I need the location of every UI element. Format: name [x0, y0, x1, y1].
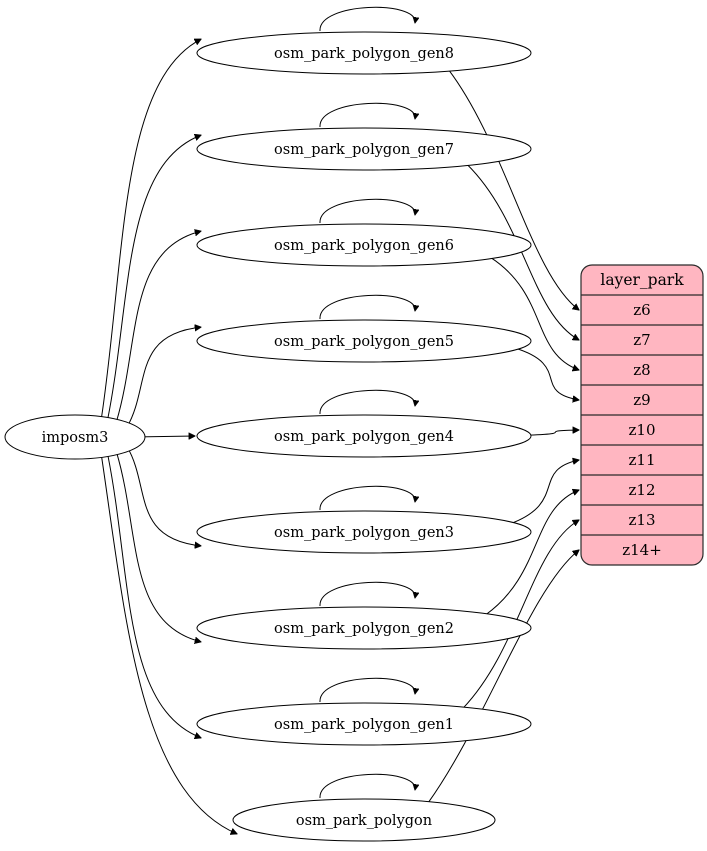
- table-row-z6[interactable]: z6: [633, 301, 650, 319]
- edge-imposm3-to-gen8: [101, 39, 201, 418]
- node-label-gen4: osm_park_polygon_gen4: [274, 429, 454, 445]
- edge-gen6-to-z8: [490, 256, 579, 370]
- self-loop-gen6: [319, 198, 415, 224]
- node-gen7[interactable]: [196, 127, 532, 171]
- edges-imposm3-to-nodes: [101, 39, 237, 834]
- edge-gen2-to-z12: [485, 490, 579, 616]
- edge-gen4-to-z10: [524, 430, 579, 436]
- self-loop-gen4: [319, 389, 415, 415]
- edge-gen3-to-z11: [510, 460, 579, 525]
- node-gen1[interactable]: [196, 702, 532, 746]
- table-row-z10[interactable]: z10: [629, 421, 656, 439]
- table-row-z13[interactable]: z13: [629, 511, 656, 529]
- source-node-group: imposm3: [4, 414, 146, 460]
- node-gen8[interactable]: [196, 31, 532, 75]
- self-loop-gen8: [319, 6, 415, 32]
- node-label-gen7: osm_park_polygon_gen7: [274, 142, 454, 158]
- node-gen3[interactable]: [196, 510, 532, 554]
- table-row-z12[interactable]: z12: [629, 481, 656, 499]
- edge-gen0-to-z14plus: [427, 550, 579, 804]
- node-label-gen1: osm_park_polygon_gen1: [274, 717, 454, 733]
- node-label-gen6: osm_park_polygon_gen6: [274, 238, 454, 254]
- gen-node-group: osm_park_polygon_gen8 osm_park_polygon_ge…: [196, 31, 532, 842]
- edge-gen5-to-z9: [514, 347, 579, 400]
- edge-gen1-to-z13: [462, 520, 579, 709]
- node-label-imposm3: imposm3: [42, 430, 109, 446]
- node-imposm3[interactable]: [4, 414, 146, 460]
- edges-nodes-to-layer-park: [427, 69, 579, 804]
- table-header-label: layer_park: [600, 271, 684, 289]
- self-loop-gen3: [319, 485, 415, 511]
- edge-imposm3-to-gen2: [116, 452, 201, 642]
- self-loop-gen2: [319, 581, 415, 607]
- edge-imposm3-to-gen5: [126, 327, 201, 428]
- node-gen4[interactable]: [196, 414, 532, 458]
- table-row-z9[interactable]: z9: [633, 391, 650, 409]
- node-label-gen3: osm_park_polygon_gen3: [274, 525, 454, 541]
- self-loop-gen5: [319, 294, 415, 320]
- node-label-gen2: osm_park_polygon_gen2: [274, 621, 454, 637]
- self-loop-gen1: [319, 677, 415, 703]
- node-gen6[interactable]: [196, 223, 532, 267]
- self-loop-edges: [319, 6, 415, 799]
- node-gen5[interactable]: [196, 319, 532, 363]
- table-row-z14plus[interactable]: z14+: [622, 541, 662, 559]
- edge-imposm3-to-gen7: [107, 135, 201, 420]
- edge-imposm3-to-gen0: [101, 456, 237, 834]
- node-label-gen8: osm_park_polygon_gen8: [274, 46, 454, 62]
- self-loop-gen7: [319, 102, 415, 128]
- node-label-gen0: osm_park_polygon: [296, 813, 432, 829]
- table-row-z11[interactable]: z11: [629, 451, 656, 469]
- edge-imposm3-to-gen1: [107, 454, 201, 738]
- node-label-gen5: osm_park_polygon_gen5: [274, 334, 454, 350]
- node-gen0[interactable]: [232, 798, 496, 842]
- edge-imposm3-to-gen3: [126, 446, 201, 545]
- edge-gen7-to-z7: [466, 163, 579, 340]
- table-row-z7[interactable]: z7: [633, 331, 650, 349]
- self-loop-gen0: [319, 773, 415, 799]
- edge-imposm3-to-gen6: [115, 231, 201, 422]
- layer-park-table: layer_park z6 z7 z8 z9 z10 z11 z12 z13 z14+: [580, 264, 704, 566]
- node-gen2[interactable]: [196, 606, 532, 650]
- edge-gen8-to-z6: [448, 69, 579, 310]
- table-row-z8[interactable]: z8: [633, 361, 650, 379]
